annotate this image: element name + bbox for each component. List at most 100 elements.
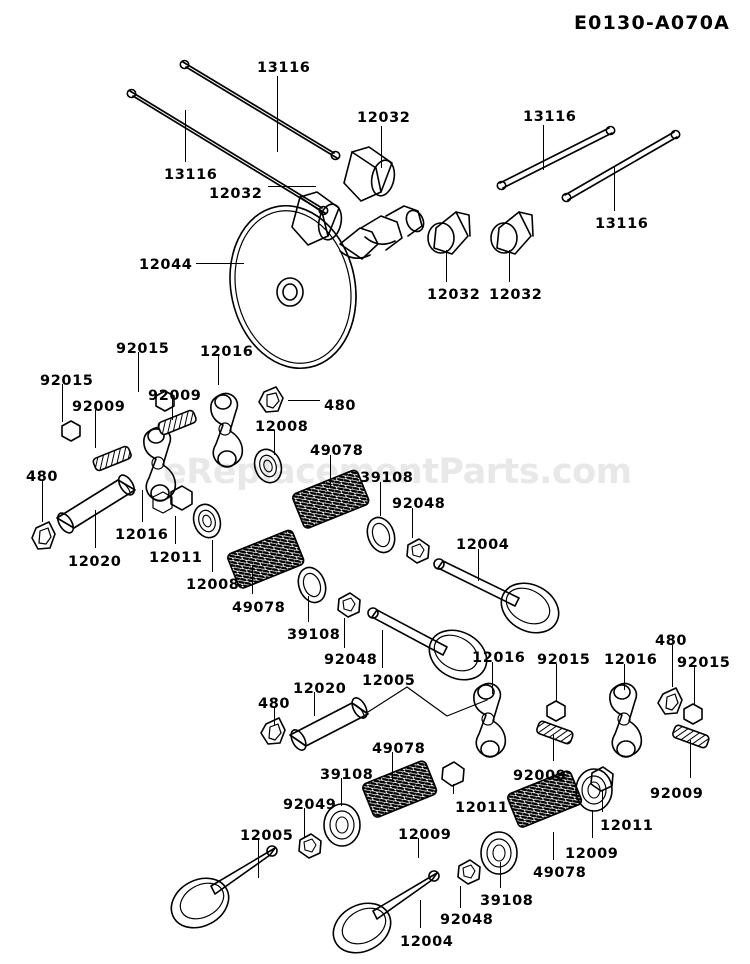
leader-92048-l	[344, 618, 346, 648]
part-label-valve-spring-bottom-r: 49078	[533, 865, 587, 881]
leader-12011-br	[602, 790, 604, 812]
part-label-rocker-shaft-upper: 12020	[68, 554, 122, 570]
part-label-retainer-lower-left: 480	[258, 696, 291, 712]
part-label-rocker-shaft-lower: 12020	[293, 681, 347, 697]
valve-stack-lower-mid	[192, 503, 488, 681]
part-label-pivot-nut-bottom-mid: 12011	[455, 800, 509, 816]
leader-92048-br	[460, 886, 462, 908]
part-label-valve-bottom-right: 12004	[400, 934, 454, 950]
part-label-retainer-mid: 480	[324, 398, 357, 414]
part-label-retainer-lower-right: 480	[655, 633, 688, 649]
leader-12009-br	[592, 810, 594, 838]
leader-13116-ur	[543, 125, 545, 170]
part-label-nut-far-left: 92015	[40, 373, 94, 389]
leader-12032-ul	[381, 126, 383, 168]
part-label-nut-far-right: 92015	[677, 655, 731, 671]
leader-13116-ul	[277, 76, 279, 152]
leader-92009-fl	[95, 410, 97, 448]
leader-39108-b	[341, 778, 343, 806]
leader-12005-bl	[258, 840, 260, 878]
leader-480-l	[42, 480, 44, 522]
leader-49078-l	[252, 566, 254, 594]
leader-480-m	[288, 400, 320, 402]
part-label-valve-exhaust-lower: 12005	[362, 673, 416, 689]
part-label-spring-pin-far-left: 92009	[72, 399, 126, 415]
part-label-keeper-upper: 92048	[392, 496, 446, 512]
leader-12032-ri	[446, 250, 448, 282]
part-label-washer-bottom-right: 39108	[480, 893, 534, 909]
part-label-washer-upper: 39108	[360, 470, 414, 486]
leader-92009-lm	[553, 735, 555, 761]
leader-12004-b	[420, 900, 422, 928]
camshaft-art	[229, 204, 425, 370]
leader-92048-u	[412, 508, 414, 538]
part-label-tappet-right-outer: 12032	[489, 287, 543, 303]
leader-92015-fl	[62, 384, 64, 422]
leader-39108-u	[380, 482, 382, 516]
part-label-tappet-lower-left: 12032	[209, 186, 263, 202]
leader-480-bl	[274, 708, 276, 726]
leader-12005-m	[382, 630, 384, 668]
leader-12016-ul	[218, 355, 220, 385]
part-label-nut-mid-right: 92015	[537, 652, 591, 668]
leader-92009-ul	[172, 398, 174, 420]
part-label-keeper-lower: 92048	[324, 652, 378, 668]
rocker-assembly-lower	[441, 682, 710, 792]
part-label-push-rod-lower-left: 13116	[164, 167, 218, 183]
leader-12008-u	[274, 430, 276, 455]
part-label-spring-pin-lower-mid: 92009	[513, 768, 567, 784]
leader-12011-l	[175, 516, 177, 544]
part-label-keeper-bottom-left: 92049	[283, 797, 337, 813]
leader-49078-b	[392, 752, 394, 782]
leader-12016-lr	[624, 664, 626, 690]
leader-12008-l	[212, 540, 214, 572]
leader-13116-lr	[614, 166, 616, 211]
part-label-camshaft: 12044	[139, 257, 193, 273]
leader-92009-lr	[690, 740, 692, 778]
part-label-nut-upper-left: 92015	[116, 341, 170, 357]
part-label-seat-bottom-right: 12009	[565, 846, 619, 862]
part-label-push-rod-lower-right: 13116	[595, 216, 649, 232]
leader-13116-ll	[185, 110, 187, 162]
part-label-valve-spring-bottom: 49078	[372, 741, 426, 757]
leader-49078-br	[553, 832, 555, 860]
part-label-seat-bottom-mid: 12009	[398, 827, 452, 843]
tappet-art	[291, 146, 534, 255]
part-label-rocker-arm-mid-left: 12016	[115, 527, 169, 543]
leader-12009-bm	[418, 838, 420, 858]
leader-12020-l	[314, 692, 316, 716]
leader-12032-ro	[509, 250, 511, 282]
part-label-push-rod-upper-right: 13116	[523, 109, 577, 125]
part-label-push-rod-upper-left: 13116	[257, 60, 311, 76]
part-label-valve-intake-upper: 12004	[456, 537, 510, 553]
part-label-spring-pin-lower-right: 92009	[650, 786, 704, 802]
leader-39108-l	[308, 596, 310, 622]
diagram-number: E0130-A070A	[574, 12, 731, 34]
rocker-shaft-lower-art	[260, 686, 488, 751]
part-label-spring-pin-upper-left: 92009	[148, 388, 202, 404]
leader-92049-bl	[304, 808, 306, 838]
part-label-rocker-arm-upper-left: 12016	[200, 344, 254, 360]
part-label-washer-lower: 39108	[287, 627, 341, 643]
part-label-pivot-nut-bottom-right: 12011	[600, 818, 654, 834]
part-label-tappet-right-inner: 12032	[427, 287, 481, 303]
valve-stack-upper	[253, 386, 560, 634]
leader-92015-ul	[138, 352, 140, 392]
part-label-washer-bottom: 39108	[320, 767, 374, 783]
leader-12004-u	[478, 549, 480, 581]
leader-12016-mr	[492, 662, 494, 694]
valve-stack-bottom-right	[332, 768, 613, 954]
leader-92015-mr	[556, 664, 558, 702]
part-label-valve-spring-upper: 49078	[310, 443, 364, 459]
part-label-spring-seat-upper: 12008	[255, 419, 309, 435]
part-label-retainer-left: 480	[26, 469, 59, 485]
rocker-assembly-upper	[31, 390, 244, 550]
part-label-pivot-nut-left: 12011	[149, 550, 203, 566]
part-label-valve-bottom-left: 12005	[240, 828, 294, 844]
leader-12032-ll	[268, 186, 316, 188]
part-label-rocker-arm-lower-right: 12016	[604, 652, 658, 668]
